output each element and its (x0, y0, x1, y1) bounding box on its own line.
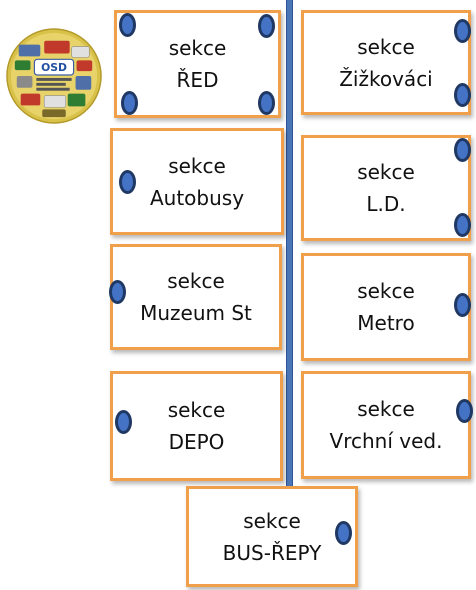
section-prefix: sekce (357, 279, 415, 303)
section-prefix: sekce (357, 34, 415, 59)
logo-text: OSD (41, 61, 67, 74)
trunk-line (286, 0, 293, 492)
connector-node (454, 83, 471, 107)
section-box-busrepy: sekce BUS-ŘEPY (186, 486, 358, 587)
section-box-red: sekce ŘED (114, 10, 281, 118)
connector-node (335, 521, 352, 545)
section-box-muzeum: sekce Muzeum St (109, 244, 282, 350)
section-name: Autobusy (149, 185, 245, 210)
connector-node (109, 280, 126, 304)
connector-node (121, 91, 138, 115)
connector-node (119, 170, 136, 194)
section-name: ŘED (176, 68, 219, 92)
osd-logo: OSD (6, 28, 102, 124)
section-box-ld: sekce L.D. (301, 135, 471, 241)
connector-node (119, 13, 136, 37)
connector-node (454, 293, 471, 317)
section-prefix: sekce (243, 508, 301, 533)
connector-node (258, 91, 275, 115)
connector-node (454, 213, 471, 237)
section-box-zizkovaci: sekce Žižkováci (301, 10, 471, 115)
section-name: Vrchní ved. (329, 429, 443, 453)
section-prefix: sekce (167, 269, 225, 293)
section-name: L.D. (366, 192, 406, 216)
section-name: Muzeum St (140, 301, 252, 325)
section-box-depo: sekce DEPO (110, 371, 283, 481)
section-box-vrchni: sekce Vrchní ved. (301, 371, 473, 479)
section-prefix: sekce (357, 160, 415, 184)
connector-node (454, 19, 471, 43)
connector-node (258, 14, 275, 38)
connector-node (454, 138, 471, 162)
section-prefix: sekce (357, 397, 415, 421)
section-name: Žižkováci (339, 66, 433, 91)
section-prefix: sekce (168, 153, 226, 178)
section-prefix: sekce (168, 36, 227, 60)
section-name: Metro (357, 311, 415, 335)
connector-node (115, 410, 132, 434)
section-box-autobusy: sekce Autobusy (110, 128, 284, 235)
section-name: BUS-ŘEPY (222, 540, 322, 565)
section-box-metro: sekce Metro (301, 253, 471, 361)
section-prefix: sekce (167, 398, 226, 422)
connector-node (456, 399, 473, 423)
section-name: DEPO (168, 430, 225, 454)
